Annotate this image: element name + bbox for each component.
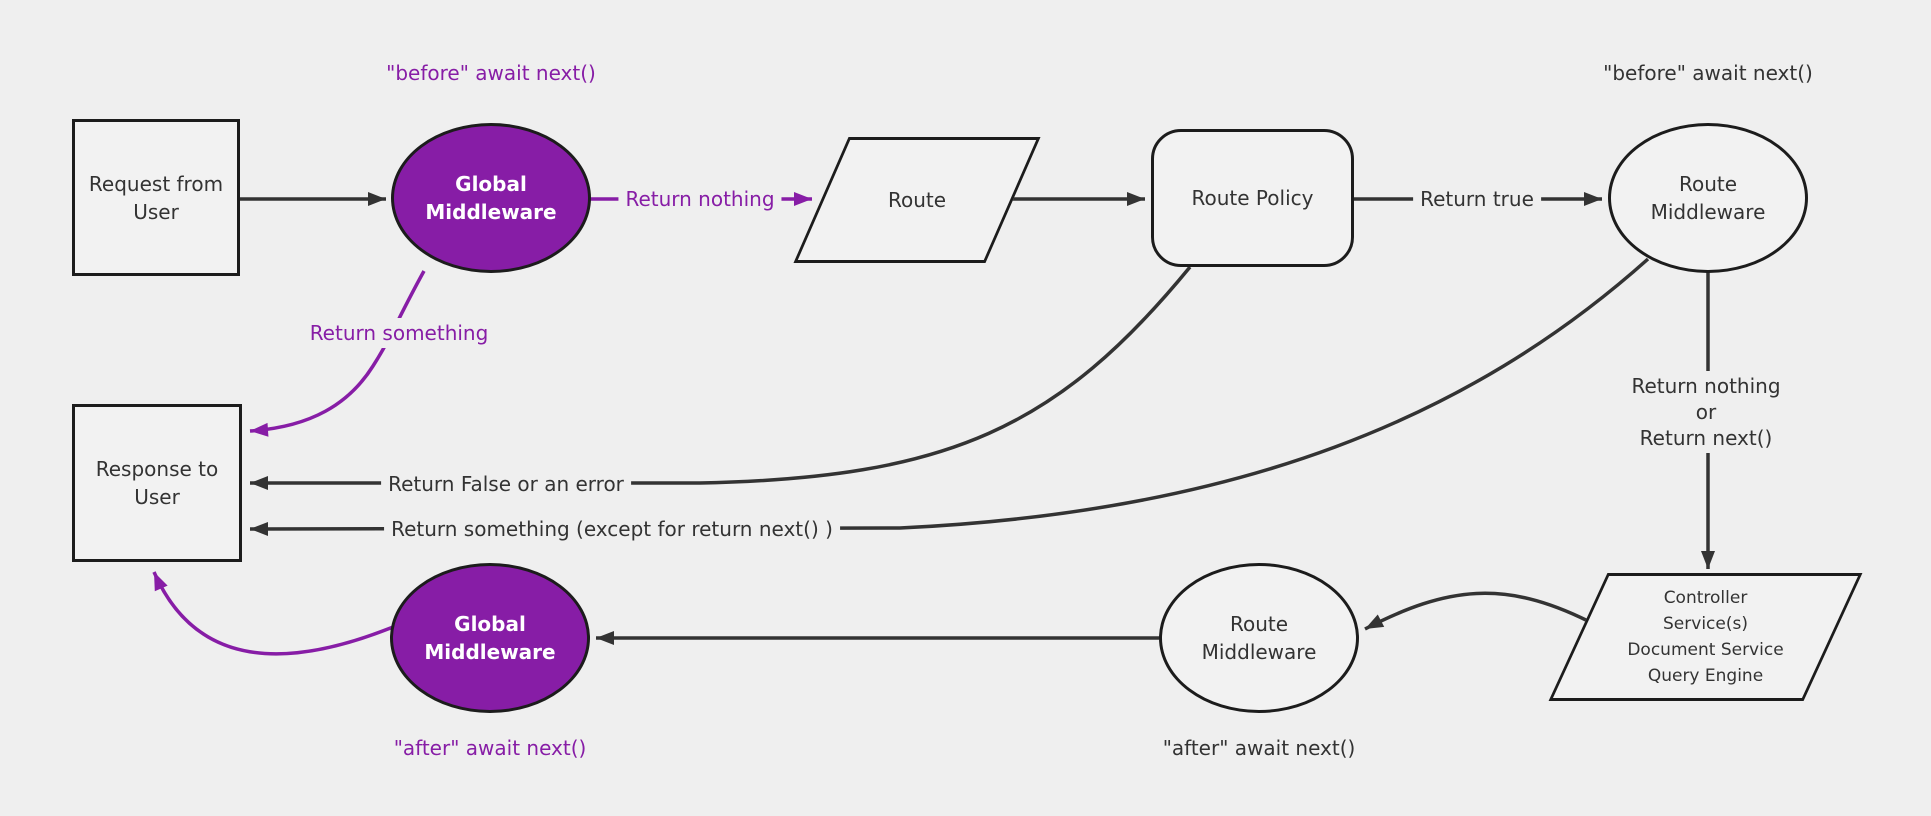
node-label-line: User xyxy=(133,199,179,224)
node-global-middleware-bottom: Global Middleware xyxy=(390,563,590,713)
node-route: Route xyxy=(793,137,1041,263)
edge-route-middleware-to-response xyxy=(249,257,1650,536)
label-after-await-next-route-mw: "after" await next() xyxy=(1162,736,1356,760)
node-label-line: Service(s) xyxy=(1663,614,1748,634)
node-label-line: Route xyxy=(1229,612,1289,636)
edge-controller-to-route-middleware-bottom xyxy=(1364,591,1589,631)
label-return-nothing: Return nothing xyxy=(618,184,782,214)
node-request-from-user: Request from User xyxy=(72,119,240,276)
node-label-line: Middleware xyxy=(425,200,557,224)
controller-label-block: Controller Service(s) Document Service Q… xyxy=(1549,573,1862,701)
node-route-policy: Route Policy xyxy=(1151,129,1354,267)
label-before-await-next-global: "before" await next() xyxy=(386,61,596,85)
label-line: Return next() xyxy=(1639,426,1773,450)
node-label-line: Global xyxy=(455,172,527,196)
label-line: Return nothing xyxy=(1631,374,1781,398)
label-return-nothing-or-next: Return nothing or Return next() xyxy=(1624,371,1788,453)
label-return-something-except: Return something (except for return next… xyxy=(384,514,840,544)
edge-route-policy-to-response xyxy=(250,265,1192,490)
node-label-line: Request from xyxy=(88,171,224,196)
node-label-line: User xyxy=(134,485,180,509)
node-label-line: Route xyxy=(794,137,1040,263)
label-before-await-next-route-mw: "before" await next() xyxy=(1603,61,1813,85)
node-label-line: Controller xyxy=(1663,588,1748,608)
node-label-line: Query Engine xyxy=(1647,666,1764,686)
label-return-something: Return something xyxy=(302,318,496,348)
edge-return-something-to-response xyxy=(249,270,426,437)
node-label-line: Middleware xyxy=(1650,200,1766,224)
node-label-line: Route xyxy=(1678,172,1738,196)
route-label: Route xyxy=(887,188,947,212)
node-response-to-user: Response to User xyxy=(72,404,242,562)
node-label-line: Response to xyxy=(95,457,219,481)
node-route-middleware-bottom: Route Middleware xyxy=(1159,563,1359,713)
node-label-line: Middleware xyxy=(424,640,556,664)
label-after-await-next-global: "after" await next() xyxy=(393,736,587,760)
node-controller-services: Controller Service(s) Document Service Q… xyxy=(1548,573,1863,701)
node-label-line: Middleware xyxy=(1201,640,1317,664)
label-line: or xyxy=(1695,400,1717,424)
node-global-middleware-top: Global Middleware xyxy=(391,123,591,273)
node-label-line: Route Policy xyxy=(1191,186,1314,210)
node-route-middleware-top: Route Middleware xyxy=(1608,123,1808,273)
label-return-true: Return true xyxy=(1413,184,1541,214)
node-label-line: Global xyxy=(454,612,526,636)
node-label-line: Document Service xyxy=(1627,640,1784,660)
label-return-false-or-error: Return False or an error xyxy=(381,469,631,499)
edge-global-middleware-bottom-to-response xyxy=(152,571,399,656)
